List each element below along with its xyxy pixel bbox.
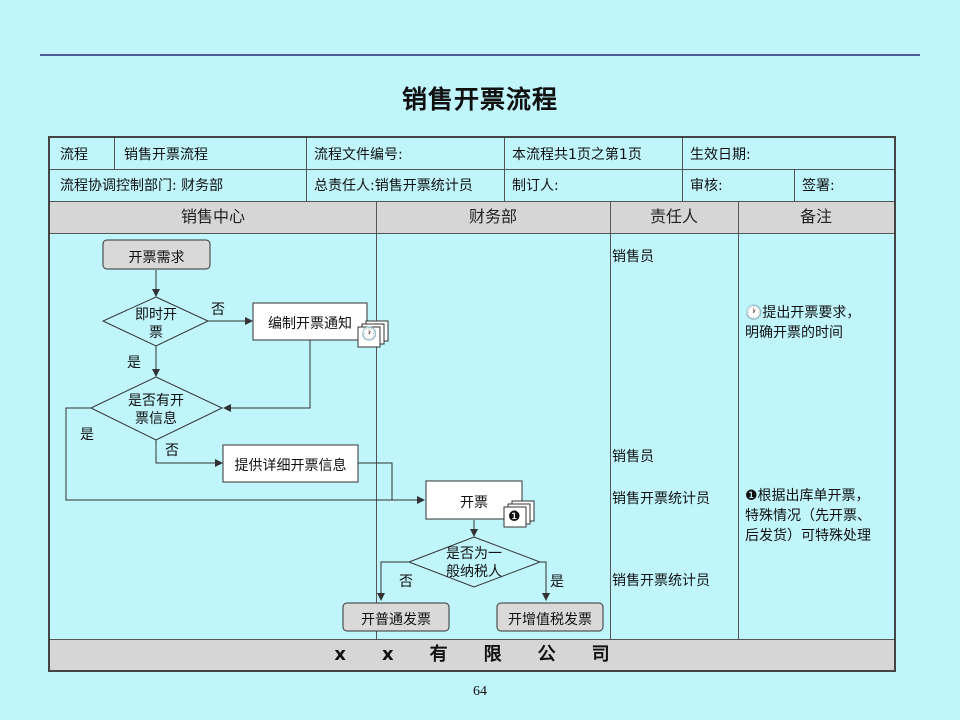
node-start — [102, 239, 211, 270]
remark-2-line-3: 后发货）可特殊处理 — [745, 528, 871, 544]
edge-label-taxpayer-no: 否 — [399, 574, 413, 590]
row-divider — [50, 639, 894, 640]
decision-info-label-2: 票信息 — [135, 411, 177, 427]
process-table: 流程 销售开票流程 流程文件编号: 本流程共1页之第1页 生效日期: 流程协调控… — [48, 136, 896, 672]
col-divider — [114, 138, 115, 169]
node-decision-info — [89, 376, 224, 441]
doc-no-label: 流程文件编号: — [314, 147, 403, 163]
lane-divider — [738, 201, 739, 639]
row-divider — [50, 169, 894, 170]
lane-header-band — [50, 202, 894, 233]
company-footer: x x 有 限 公 司 — [334, 644, 610, 665]
edge-decision2-yes — [65, 407, 425, 504]
remark-1-line-2: 明确开票的时间 — [745, 325, 843, 341]
remark-2-line-1: ❶根据出库单开票， — [745, 488, 870, 504]
node-decision-taxpayer — [407, 536, 542, 588]
decision-taxpayer-label-2: 般纳税人 — [446, 564, 502, 580]
lane-header-owner: 责任人 — [649, 207, 698, 226]
edge-label-info-yes: 是 — [80, 427, 94, 443]
page-title: 销售开票流程 — [401, 85, 558, 114]
node-decision-immediate — [101, 296, 210, 347]
col-divider — [682, 138, 683, 201]
decision-immediate-label-2: 票 — [149, 325, 163, 341]
responsible-3: 销售开票统计员 — [612, 491, 710, 507]
node-vat-invoice — [496, 602, 604, 632]
col-divider — [306, 138, 307, 201]
decision-taxpayer-label-1: 是否为一 — [446, 546, 502, 562]
edge-decision3-no — [377, 561, 410, 601]
remark-1-line-1: 🕐提出开票要求， — [745, 305, 861, 321]
clock-icon: 🕐 — [361, 327, 378, 342]
author-label: 制订人: — [512, 178, 559, 194]
edge-label-immediate-yes: 是 — [127, 355, 141, 371]
responsible-1: 销售员 — [612, 249, 654, 265]
edge-decision3-yes — [540, 561, 550, 601]
node-invoice-label: 开票 — [460, 495, 488, 511]
edge-provide-to-invoice — [358, 462, 393, 500]
lane-divider — [610, 201, 611, 639]
document-stack-icon — [503, 500, 535, 528]
node-compile-notice — [252, 302, 368, 341]
row-divider — [50, 201, 894, 202]
responsible-2: 销售员 — [612, 449, 654, 465]
lane-divider — [376, 201, 377, 639]
edge-label-info-no: 否 — [165, 443, 179, 459]
sign-label: 签署: — [802, 178, 835, 194]
col-divider — [794, 169, 795, 201]
col-divider — [504, 138, 505, 201]
node-ordinary-invoice — [342, 602, 450, 632]
footer-band — [50, 640, 894, 670]
node-compile-notice-label: 编制开票通知 — [268, 316, 352, 332]
lane-header-finance: 财务部 — [468, 207, 517, 226]
effective-date-label: 生效日期: — [690, 147, 751, 163]
owner-label: 总责任人:销售开票统计员 — [314, 178, 473, 194]
document-stack-icon — [357, 320, 389, 348]
remark-2-line-2: 特殊情况（先开票、 — [745, 508, 871, 524]
node-provide-info — [222, 444, 359, 483]
edge-label-immediate-no: 否 — [211, 302, 225, 318]
edge-notice-to-decision2 — [223, 340, 311, 412]
number-one-icon: ❶ — [508, 509, 521, 525]
lane-header-remarks: 备注 — [799, 207, 832, 226]
process-name: 销售开票流程 — [124, 147, 208, 163]
decision-immediate-label-1: 即时开 — [135, 307, 177, 323]
page-info: 本流程共1页之第1页 — [512, 147, 642, 163]
review-label: 审核: — [690, 178, 723, 194]
node-start-label: 开票需求 — [128, 250, 185, 266]
node-vat-invoice-label: 开增值税发票 — [508, 612, 592, 628]
lane-header-sales: 销售中心 — [180, 207, 245, 226]
process-label: 流程 — [60, 147, 88, 163]
row-divider — [50, 233, 894, 234]
node-provide-info-label: 提供详细开票信息 — [234, 458, 347, 474]
top-rule — [40, 54, 920, 56]
node-ordinary-invoice-label: 开普通发票 — [361, 612, 431, 628]
dept-label: 流程协调控制部门: 财务部 — [60, 178, 224, 194]
responsible-4: 销售开票统计员 — [612, 573, 710, 589]
edge-decision2-no — [155, 440, 223, 467]
page-number: 64 — [473, 684, 487, 699]
edge-label-taxpayer-yes: 是 — [550, 574, 564, 590]
decision-info-label-1: 是否有开 — [128, 393, 184, 409]
